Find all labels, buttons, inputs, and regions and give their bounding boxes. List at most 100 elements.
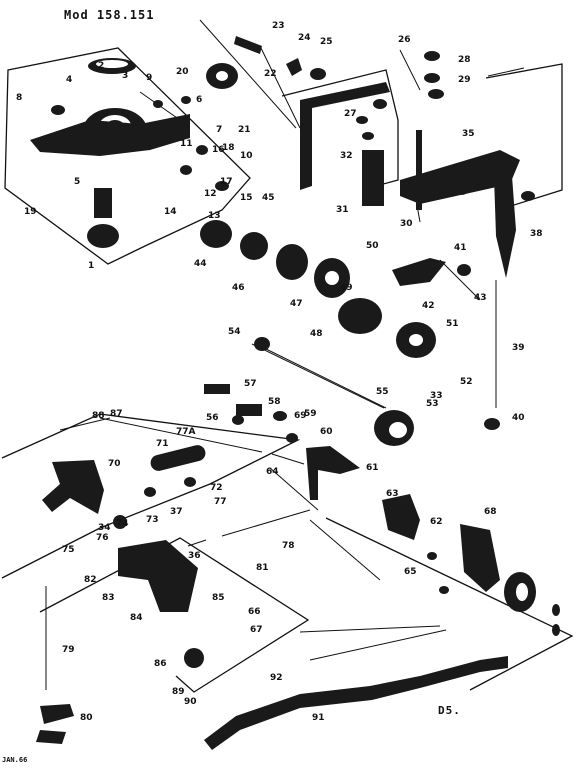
callout-c3: 3 [122,71,128,81]
callout-c78: 78 [282,541,295,551]
callout-c38: 38 [530,229,543,239]
callout-c13: 13 [208,211,221,221]
callout-c73: 73 [146,515,159,525]
leader-lines [59,19,525,633]
callout-c69: 69 [294,411,307,421]
callout-c81: 81 [256,563,269,573]
callout-c27: 27 [344,109,357,119]
callout-c21: 21 [238,125,251,135]
callout-c30: 30 [400,219,413,229]
callout-c45: 45 [262,193,275,203]
callout-c48: 48 [310,329,323,339]
callout-c91: 91 [312,713,325,723]
presser-bar-parts [400,130,535,430]
callout-c56: 56 [206,413,219,423]
callout-c90: 90 [184,697,197,707]
right-arm-group-box [325,517,574,691]
callout-c57: 57 [244,379,257,389]
callout-c10: 10 [240,151,253,161]
callout-c67: 67 [250,625,263,635]
callout-c24: 24 [298,33,311,43]
callout-c64: 64 [266,467,279,477]
callout-c6: 6 [196,95,202,105]
callout-c33: 33 [430,391,443,401]
callout-c58: 58 [268,397,281,407]
callout-c1: 1 [88,261,94,271]
callout-c40: 40 [512,413,525,423]
callout-c85: 85 [212,593,225,603]
callout-c72: 72 [210,483,223,493]
callout-c12: 12 [204,189,217,199]
callout-c31: 31 [336,205,349,215]
callout-c55: 55 [376,387,389,397]
callout-c80: 80 [80,713,93,723]
callout-c35: 35 [462,129,475,139]
callout-c77a: 77A [176,427,196,437]
mid-parts [204,384,360,500]
callout-c74: 74 [116,519,129,529]
callout-c76: 76 [96,533,109,543]
callout-c8: 8 [16,93,22,103]
callout-c70: 70 [108,459,121,469]
callout-c7: 7 [216,125,222,135]
callout-c41: 41 [454,243,467,253]
needle-group-box [281,69,399,187]
callout-c54: 54 [228,327,241,337]
callout-c84: 84 [130,613,143,623]
callout-c22: 22 [264,69,277,79]
callout-c19: 19 [24,207,37,217]
callout-c79: 79 [62,645,75,655]
callout-c83: 83 [102,593,115,603]
callout-c9: 9 [146,73,152,83]
callout-c2: 2 [98,61,104,71]
callout-c66: 66 [248,607,261,617]
callout-c65: 65 [404,567,417,577]
callout-c60: 60 [320,427,333,437]
callout-c26: 26 [398,35,411,45]
callout-c25: 25 [320,37,333,47]
main-shaft [254,337,414,446]
callout-c37: 37 [170,507,183,517]
callout-c15: 15 [240,193,253,203]
callout-c28: 28 [458,55,471,65]
date-stamp: JAN.66 [2,756,28,764]
callout-c39: 39 [512,343,525,353]
callout-c88: 88 [92,411,105,421]
callout-c29: 29 [458,75,471,85]
callout-c23: 23 [272,21,285,31]
callout-c17: 17 [220,177,233,187]
callout-c16: 16 [212,145,225,155]
callout-c82: 82 [84,575,97,585]
callout-c52: 52 [460,377,473,387]
left-arm-parts [42,445,206,668]
upper-group-box [4,47,251,265]
callout-c44: 44 [194,259,207,269]
callout-c20: 20 [176,67,189,77]
callout-c43: 43 [474,293,487,303]
upper-group-parts [30,58,229,248]
callout-c11: 11 [180,139,193,149]
callout-c53: 53 [426,399,439,409]
callout-c87: 87 [110,409,123,419]
lower-parts [36,509,508,750]
callout-c4: 4 [66,75,72,85]
model-title: Mod 158.151 [64,8,155,22]
top-parts [206,36,444,99]
callout-c59: 59 [304,409,317,419]
callout-c49: 49 [340,283,353,293]
callout-c63: 63 [386,489,399,499]
callout-c47: 47 [290,299,303,309]
callout-c18: 18 [222,143,235,153]
callout-c42: 42 [422,301,435,311]
left-arm-group-box [1,413,301,579]
callout-c77: 77 [214,497,227,507]
callout-c46: 46 [232,283,245,293]
callout-c75: 75 [62,545,75,555]
right-arm-parts [382,494,560,636]
callout-c14: 14 [164,207,177,217]
callout-c50: 50 [366,241,379,251]
callout-c86: 86 [154,659,167,669]
